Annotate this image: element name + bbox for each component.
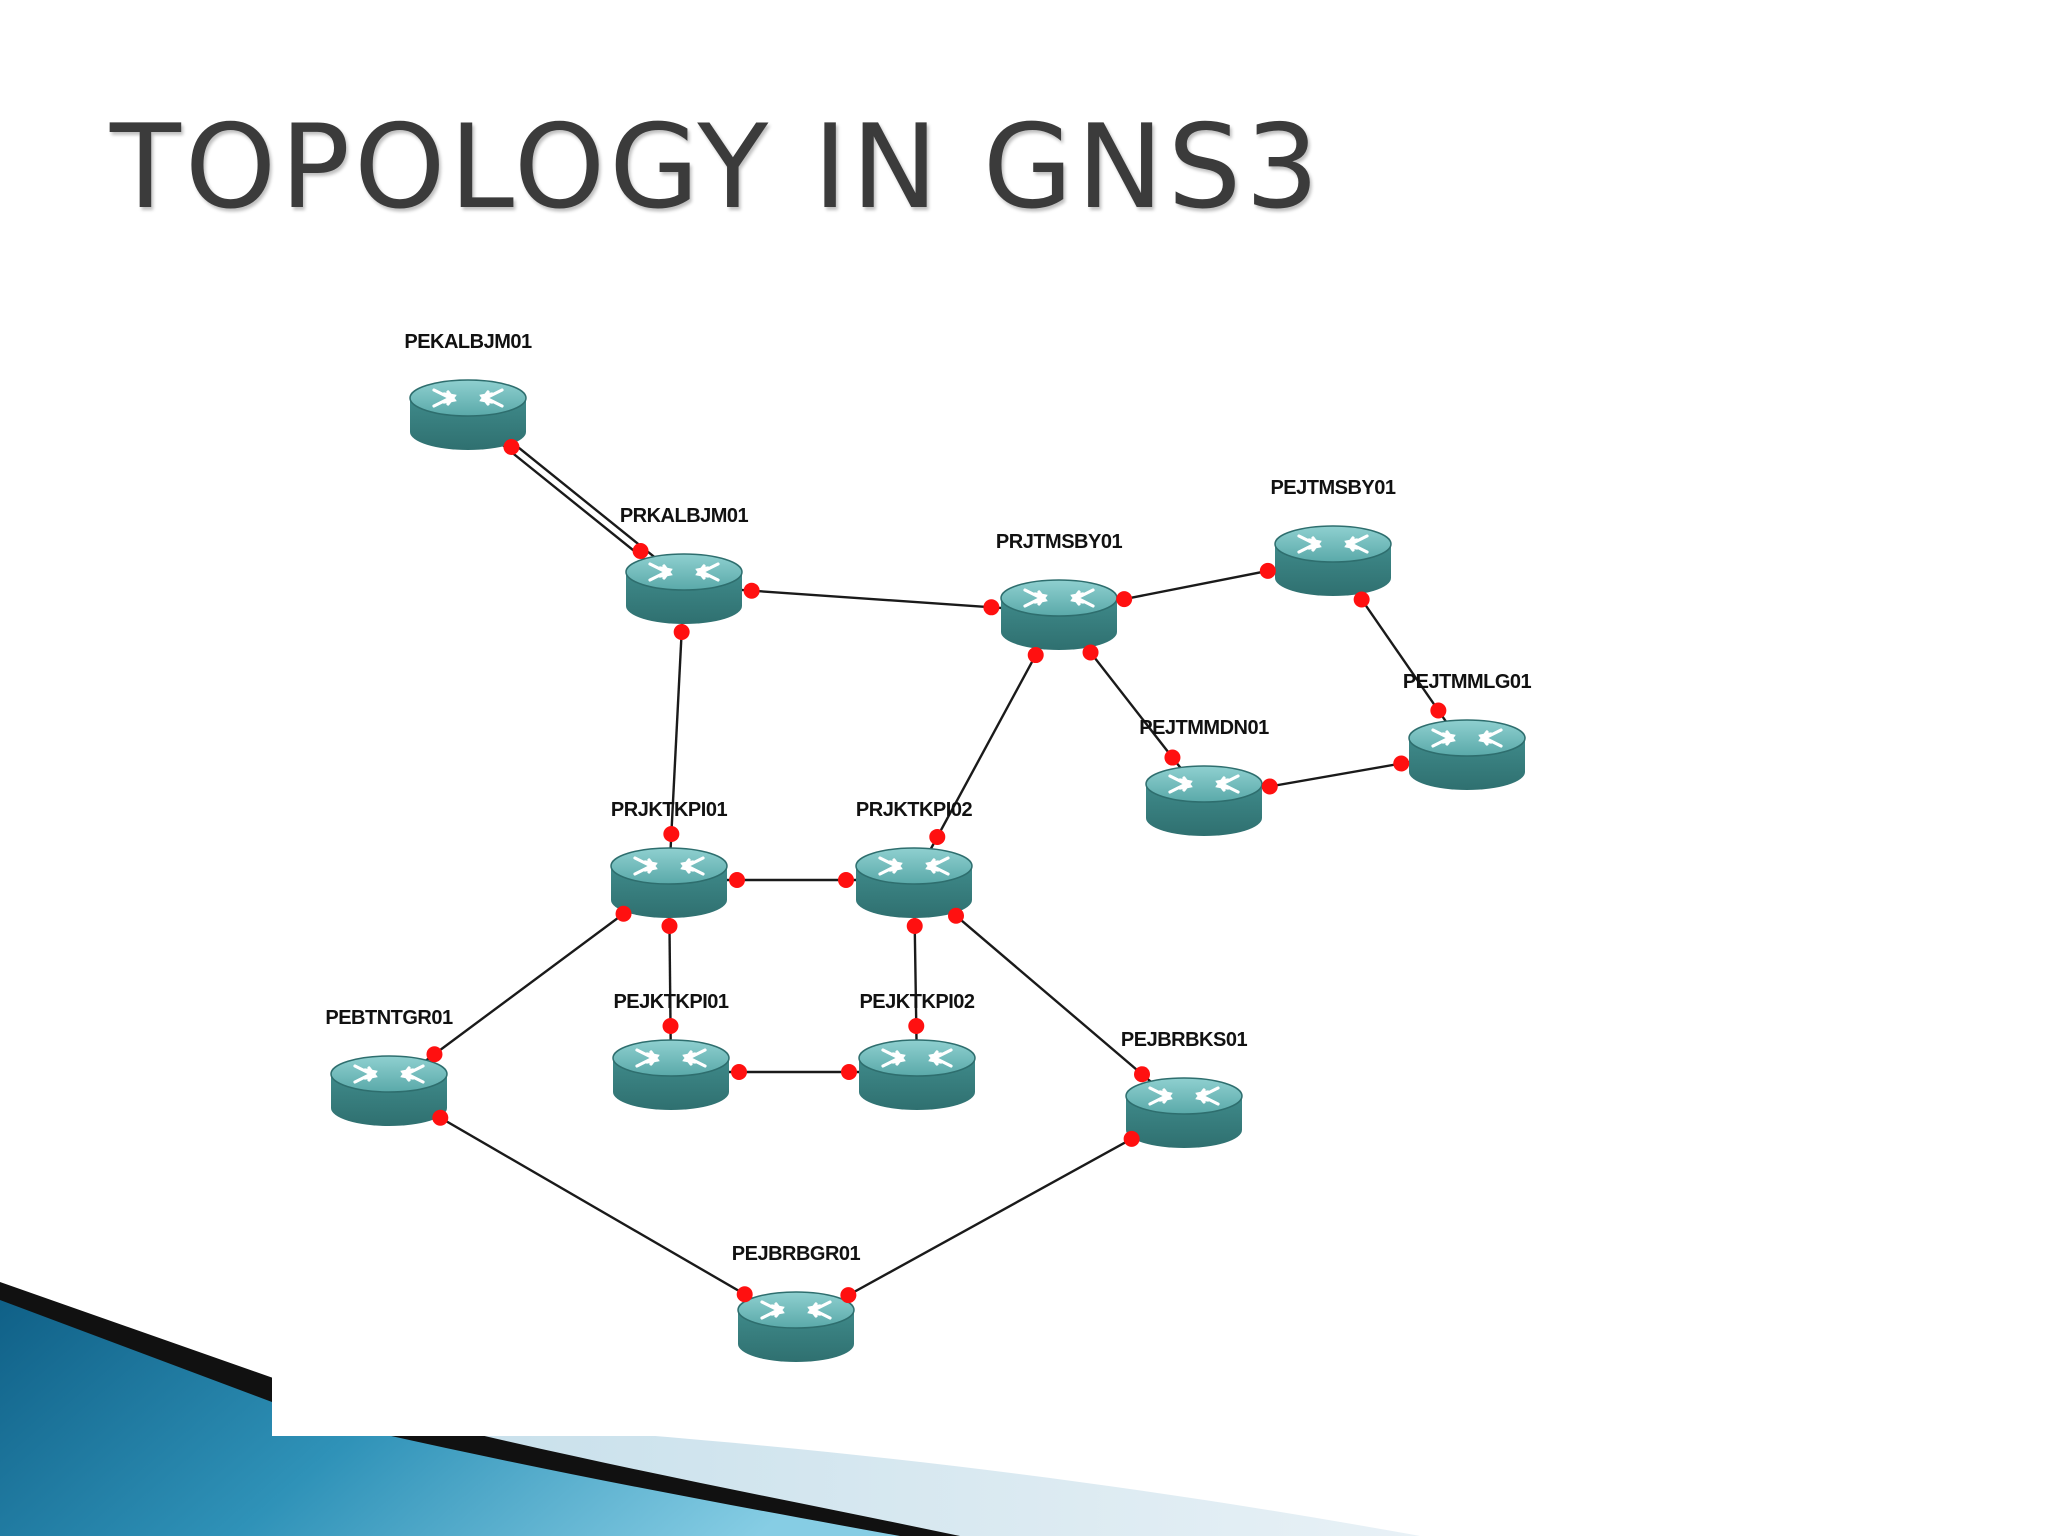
port-dot-PRJKTKPI02[interactable] (947, 907, 964, 924)
router-label: PRJKTKPI02 (856, 799, 973, 821)
router-node-pejbrbgr01[interactable]: PEJBRBGR01 (732, 1243, 861, 1364)
port-dot-PEJBRBKS01[interactable] (1123, 1130, 1140, 1147)
router-node-pejtmsby01[interactable]: PEJTMSBY01 (1270, 477, 1396, 598)
port-dot-PRJTMSBY01[interactable] (1116, 591, 1133, 608)
port-dot-PRJKTKPI02[interactable] (838, 872, 854, 888)
port-dot-PEJTMMDN01[interactable] (1261, 778, 1278, 795)
port-dot-PRJTMSBY01[interactable] (1082, 644, 1099, 661)
router-icon (857, 1038, 977, 1112)
router-icon (329, 1054, 449, 1128)
router-icon (611, 1038, 731, 1112)
router-icon (408, 378, 528, 452)
port-dot-PRJKTKPI02[interactable] (906, 917, 923, 934)
router-node-pejktkpi01[interactable]: PEJKTKPI01 (611, 991, 731, 1112)
port-dot-PRJKTKPI01[interactable] (615, 905, 632, 922)
port-dot-PRJTMSBY01[interactable] (983, 599, 1000, 616)
link-PEBTNTGR01-PEJBRBGR01[interactable] (388, 1086, 797, 1326)
router-icon (624, 552, 744, 626)
port-dot-PRJTMSBY01[interactable] (1027, 647, 1044, 664)
router-node-pebtntgr01[interactable]: PEBTNTGR01 (325, 1007, 453, 1128)
port-dot-PEKALBJM01[interactable] (503, 438, 520, 455)
router-label: PRJTMSBY01 (996, 531, 1123, 553)
decor-blue-swoosh (0, 1290, 960, 1536)
router-icon (999, 578, 1119, 652)
router-label: PRJKTKPI01 (611, 799, 728, 821)
port-dot-PEJKTKPI01[interactable] (662, 1018, 679, 1035)
router-node-prjktkpi01[interactable]: PRJKTKPI01 (609, 799, 729, 920)
port-dot-PRKALBJM01[interactable] (743, 582, 760, 599)
port-dot-PRJKTKPI01[interactable] (729, 872, 745, 888)
port-dot-PEJKTKPI01[interactable] (731, 1064, 747, 1080)
router-node-pejbrbks01[interactable]: PEJBRBKS01 (1121, 1029, 1248, 1150)
router-label: PEJTMMDN01 (1139, 717, 1269, 739)
port-dot-PRJKTKPI01[interactable] (663, 826, 680, 843)
router-label: PEJKTKPI02 (859, 991, 974, 1013)
link-PEJBRBKS01-PEJBRBGR01[interactable] (795, 1108, 1185, 1326)
router-node-pekalbjm01[interactable]: PEKALBJM01 (404, 331, 533, 452)
router-label: PEBTNTGR01 (325, 1007, 453, 1029)
slide-title: TOPOLOGY IN GNS3 (110, 100, 1324, 235)
router-label: PEJBRBGR01 (732, 1243, 861, 1265)
router-label: PEJTMSBY01 (1270, 477, 1395, 499)
router-node-prjtmsby01[interactable]: PRJTMSBY01 (996, 531, 1123, 652)
router-label: PEJBRBKS01 (1121, 1029, 1248, 1051)
router-node-pejtmmlg01[interactable]: PEJTMMLG01 (1403, 671, 1532, 792)
router-icon (1124, 1076, 1244, 1150)
ports-layer (426, 438, 1447, 1304)
router-label: PRKALBJM01 (620, 505, 749, 527)
port-dot-PRKALBJM01[interactable] (673, 623, 690, 640)
port-dot-PEJTMSBY01[interactable] (1353, 591, 1370, 608)
port-dot-PEJBRBGR01[interactable] (736, 1286, 753, 1303)
port-dot-PRJKTKPI01[interactable] (661, 917, 678, 934)
port-dot-PEBTNTGR01[interactable] (432, 1109, 449, 1126)
port-dot-PEJTMMLG01[interactable] (1430, 702, 1447, 719)
port-dot-PEJKTKPI02[interactable] (908, 1018, 925, 1035)
router-icon (854, 846, 974, 920)
port-dot-PRKALBJM01[interactable] (632, 543, 649, 560)
port-dot-PEJTMSBY01[interactable] (1259, 562, 1276, 579)
router-label: PEJKTKPI01 (613, 991, 728, 1013)
router-icon (1144, 764, 1264, 838)
port-dot-PRJKTKPI02[interactable] (929, 828, 946, 845)
port-dot-PEJTMMDN01[interactable] (1164, 749, 1181, 766)
port-dot-PEJBRBGR01[interactable] (840, 1287, 857, 1304)
router-icon (1407, 718, 1527, 792)
router-node-prkalbjm01[interactable]: PRKALBJM01 (620, 505, 749, 626)
port-dot-PEJTMMLG01[interactable] (1393, 755, 1410, 772)
router-icon (1273, 524, 1393, 598)
router-label: PEJTMMLG01 (1403, 671, 1532, 693)
router-icon (736, 1290, 856, 1364)
port-dot-PEJBRBKS01[interactable] (1134, 1066, 1150, 1083)
router-node-pejtmmdn01[interactable]: PEJTMMDN01 (1139, 717, 1270, 838)
port-dot-PEJKTKPI02[interactable] (841, 1064, 857, 1080)
router-label: PEKALBJM01 (404, 331, 532, 353)
router-node-pejktkpi02[interactable]: PEJKTKPI02 (857, 991, 977, 1112)
port-dot-PEBTNTGR01[interactable] (426, 1046, 443, 1063)
router-node-prjktkpi02[interactable]: PRJKTKPI02 (854, 799, 974, 920)
